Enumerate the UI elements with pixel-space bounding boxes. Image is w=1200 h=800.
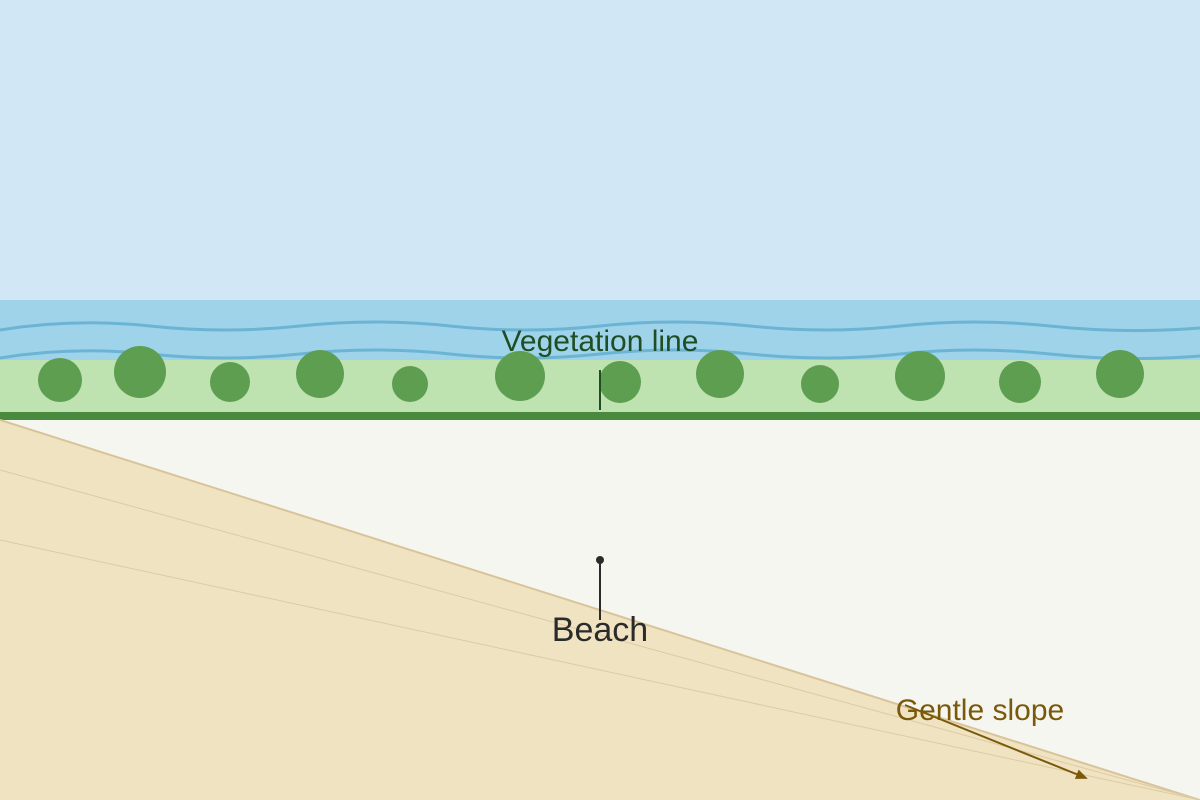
shrub bbox=[392, 366, 428, 402]
shrub bbox=[895, 351, 945, 401]
shrub-row bbox=[38, 346, 1144, 403]
wave-line-lower bbox=[0, 348, 1200, 361]
shrub bbox=[696, 350, 744, 398]
sand-stratum-line bbox=[0, 469, 1200, 800]
shrub bbox=[210, 362, 250, 402]
shrub bbox=[999, 361, 1041, 403]
shrub bbox=[38, 358, 82, 402]
sand-stratum-line bbox=[0, 539, 1200, 800]
shrub bbox=[1096, 350, 1144, 398]
shrub bbox=[296, 350, 344, 398]
vegetation-line-label: Vegetation line bbox=[502, 325, 699, 358]
shrub bbox=[114, 346, 166, 398]
sky-area bbox=[0, 0, 1200, 300]
slope-label: Gentle slope bbox=[896, 694, 1064, 727]
beach-label: Beach bbox=[552, 611, 648, 649]
shrub bbox=[495, 351, 545, 401]
vegetation-line bbox=[0, 412, 1200, 420]
shrub bbox=[599, 361, 641, 403]
wave-line-upper bbox=[0, 320, 1200, 333]
slope-arrow-icon bbox=[904, 704, 1088, 779]
shrub bbox=[801, 365, 839, 403]
